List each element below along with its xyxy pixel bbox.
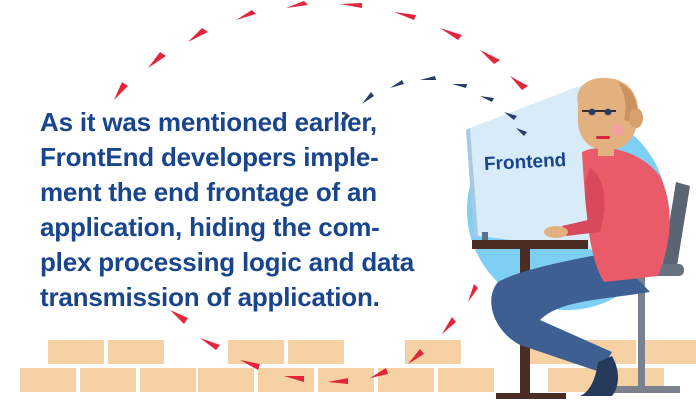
- brick-wall-middle: [198, 340, 494, 392]
- description-line: plex processing logic and data: [40, 247, 414, 277]
- description-line: application, hiding the com-: [40, 212, 380, 242]
- description-line: transmission of application.: [40, 282, 380, 312]
- monitor: [466, 82, 612, 252]
- navy-dashed-arrows: [340, 76, 527, 136]
- person: [491, 77, 670, 396]
- red-dashed-arrows: [114, 1, 528, 384]
- description-line: ment the end frontage of an: [40, 177, 377, 207]
- description-paragraph: As it was mentioned earlier, FrontEnd de…: [40, 105, 450, 315]
- brick-wall-left: [20, 340, 196, 392]
- description-line: FrontEnd developers imple-: [40, 142, 379, 172]
- description-line: As it was mentioned earlier,: [40, 107, 377, 137]
- monitor-screen-label: Frontend: [483, 149, 567, 176]
